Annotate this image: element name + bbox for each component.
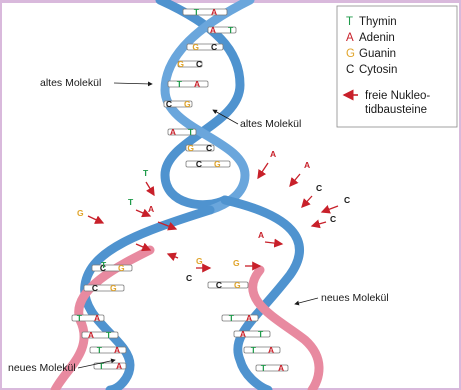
free-nucleotide-letter: A	[270, 149, 276, 159]
free-nucleotide-letter: C	[344, 195, 350, 205]
base-letter: A	[114, 345, 120, 355]
label-new-molecule-right: neues Molekül	[321, 292, 389, 304]
base-letter: G	[234, 280, 241, 290]
base-letter: C	[206, 143, 212, 153]
free-nucleotide-letter: A	[304, 160, 310, 170]
legend-letter-guanin: G	[346, 48, 355, 60]
base-pair-bar	[222, 315, 258, 321]
legend-arrow-line2: tidbausteine	[365, 104, 427, 116]
legend-name-cytosin: Cytosin	[359, 64, 397, 76]
base-pair-bar	[244, 347, 280, 353]
legend-name-adenin: Adenin	[359, 32, 395, 44]
base-letter: G	[187, 143, 194, 153]
label-old-molecule-right: altes Molekül	[240, 118, 301, 130]
free-nucleotide-letter: G	[233, 258, 240, 268]
base-letter: A	[278, 363, 284, 373]
base-letter: A	[94, 313, 100, 323]
legend-letter-cytosin: C	[346, 64, 354, 76]
free-nucleotide-letter: T	[101, 260, 107, 270]
legend-name-guanin: Guanin	[359, 48, 396, 60]
base-letter: A	[211, 7, 217, 17]
base-pair-bar	[208, 282, 248, 288]
base-letter: C	[196, 59, 202, 69]
base-letter: C	[196, 159, 202, 169]
base-letter: G	[110, 283, 117, 293]
base-letter: G	[184, 99, 191, 109]
legend-letter-thymin: T	[346, 16, 353, 28]
free-nucleotide-letter: G	[196, 256, 203, 266]
base-pair-bar	[183, 9, 227, 15]
free-nucleotide-letter: C	[330, 214, 336, 224]
legend-name-thymin: Thymin	[359, 16, 397, 28]
legend: T Thymin A Adenin G Guanin C Cytosin fre…	[337, 6, 457, 127]
base-letter: A	[268, 345, 274, 355]
base-letter: A	[116, 361, 122, 371]
base-letter: A	[88, 330, 94, 340]
base-letter: T	[228, 25, 234, 35]
free-nucleotide-letter: A	[258, 230, 264, 240]
base-pair-bar	[168, 81, 208, 87]
free-nucleotide-letter: G	[77, 208, 84, 218]
base-letter: G	[214, 159, 221, 169]
base-letter: C	[92, 283, 98, 293]
base-pair-bar	[84, 285, 124, 291]
base-letter: T	[177, 79, 183, 89]
base-pair-bar	[90, 347, 126, 353]
base-letter: T	[194, 7, 200, 17]
base-pair-bar	[92, 265, 132, 271]
base-letter: G	[118, 263, 125, 273]
base-letter: T	[97, 345, 103, 355]
base-letter: G	[192, 42, 199, 52]
base-letter: T	[261, 363, 267, 373]
base-letter: C	[216, 280, 222, 290]
base-letter: A	[170, 127, 176, 137]
base-letter: A	[240, 329, 246, 339]
free-nucleotide-letter: C	[186, 273, 192, 283]
free-nucleotide-letter: T	[143, 168, 149, 178]
base-letter: C	[211, 42, 217, 52]
base-letter: G	[177, 59, 184, 69]
base-letter: T	[77, 313, 83, 323]
free-nucleotide-letter: T	[128, 197, 134, 207]
base-letter: T	[106, 330, 112, 340]
base-letter: T	[251, 345, 257, 355]
legend-arrow-line1: freie Nukleo-	[365, 90, 430, 102]
base-letter: T	[258, 329, 264, 339]
base-letter: C	[166, 99, 172, 109]
base-letter: T	[229, 313, 235, 323]
base-pair-bar	[186, 161, 230, 167]
free-nucleotide-letter: A	[148, 204, 154, 214]
base-letter: A	[194, 79, 200, 89]
legend-letter-adenin: A	[346, 32, 354, 44]
base-letter: T	[188, 127, 194, 137]
base-letter: A	[246, 313, 252, 323]
free-nucleotide-letter: C	[316, 183, 322, 193]
base-letter: A	[210, 25, 216, 35]
label-old-molecule-left: altes Molekül	[40, 77, 101, 89]
label-new-molecule-left: neues Molekül	[8, 362, 76, 374]
